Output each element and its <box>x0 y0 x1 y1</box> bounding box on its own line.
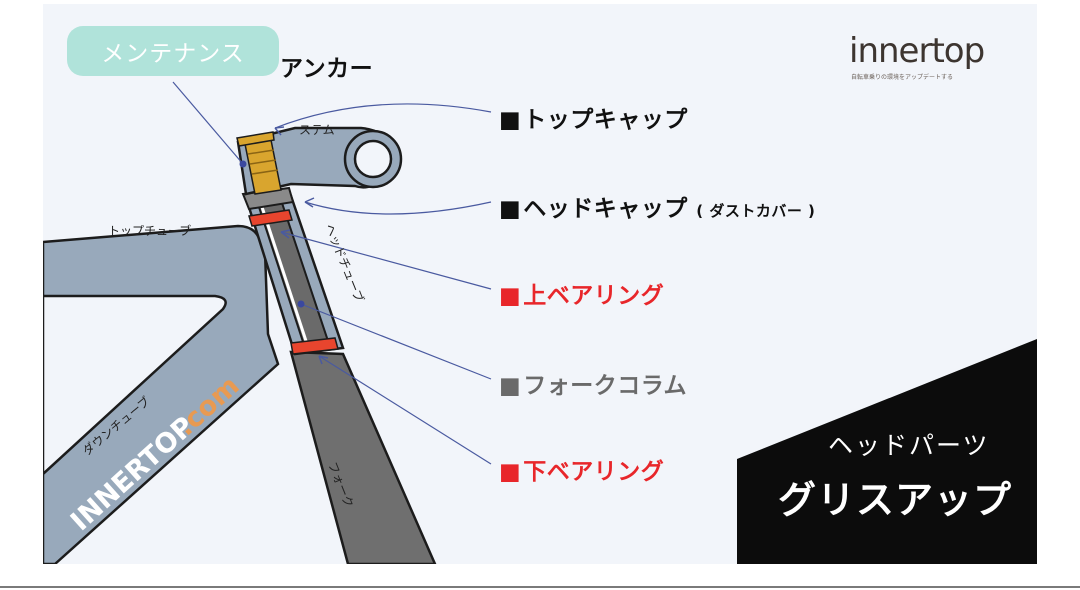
promo-subtitle: ヘッドパーツ <box>828 431 990 460</box>
leader-lower-bearing <box>318 355 492 465</box>
callout-top-cap: ■トップキャップ <box>499 107 688 133</box>
square-icon: ■ <box>499 283 522 309</box>
label-head-tube: ヘッドチューブ <box>322 222 367 305</box>
label-top-tube: トップチューブ <box>108 224 192 238</box>
callout-lower-bearing: ■下ベアリング <box>499 459 665 485</box>
square-icon: ■ <box>499 459 522 485</box>
logo-text: innertop <box>849 31 985 71</box>
leader-upper-bearing <box>280 231 492 290</box>
leader-anchor <box>172 81 244 165</box>
promo-title: グリスアップ <box>778 478 1013 522</box>
fork-blade <box>289 350 437 564</box>
upper-bearing <box>248 209 293 227</box>
callout-head-cap: ■ヘッドキャップ ( ダストカバー ) <box>499 196 816 222</box>
lower-bearing <box>290 337 339 355</box>
leader-fork-column <box>300 303 492 380</box>
square-icon: ■ <box>499 107 522 133</box>
bottom-divider <box>0 586 1080 588</box>
callout-fork-column: ■フォークコラム <box>499 373 688 399</box>
logo-tagline: 自転車乗りの環境をアップデートする <box>851 74 954 81</box>
anchor-label: アンカー <box>280 56 374 82</box>
head-cap-note: ( ダストカバー ) <box>696 202 816 220</box>
top-cap-shape <box>236 131 275 147</box>
leader-head-cap <box>304 201 492 215</box>
callout-upper-bearing: ■上ベアリング <box>499 283 665 309</box>
innertop-logo: innertop 自転車乗りの環境をアップデートする <box>849 32 999 88</box>
square-icon: ■ <box>499 373 522 399</box>
maintenance-badge: メンテナンス <box>67 26 279 76</box>
headset-diagram: INNERTOP .com ダウンチューブ ヘッドチューブ フォーク <box>43 81 1037 564</box>
promo-panel <box>737 339 1037 564</box>
diagram-card: INNERTOP .com ダウンチューブ ヘッドチューブ フォーク メンテナン… <box>43 4 1037 564</box>
leader-top-cap <box>274 103 492 129</box>
square-icon: ■ <box>499 196 522 222</box>
label-stem: ステム <box>299 123 335 137</box>
